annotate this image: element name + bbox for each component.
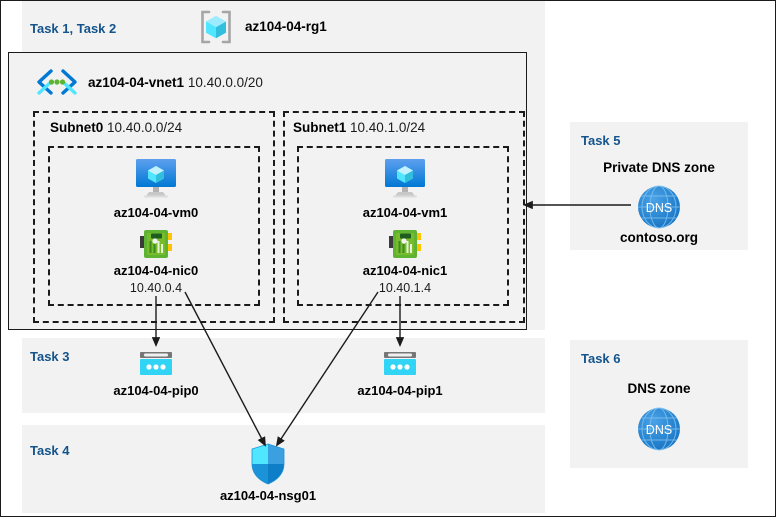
private-dns-zone-title: Private DNS zone	[603, 160, 715, 175]
dns-zone-icon: DNS	[635, 405, 683, 453]
nic1-label: az104-04-nic1	[362, 263, 448, 278]
virtual-network-icon	[34, 68, 80, 96]
vm0-label: az104-04-vm0	[113, 205, 199, 220]
nsg-label: az104-04-nsg01	[219, 488, 317, 503]
resource-group-name: az104-04-rg1	[245, 19, 327, 34]
task-label-resource-group: Task 1, Task 2	[30, 21, 117, 36]
subnet1-name: Subnet1	[293, 120, 347, 135]
subnet1-inner-box	[297, 146, 509, 306]
virtual-machine-icon	[132, 157, 180, 199]
virtual-network-box	[8, 52, 527, 330]
subnet0-cidr: 10.40.0.0/24	[107, 120, 183, 135]
dns-zone-icon: DNS	[635, 183, 683, 231]
task-label-private-dns-zone: Task 5	[581, 133, 621, 148]
task-label-dns-zone: Task 6	[581, 351, 621, 366]
network-interface-icon	[138, 227, 174, 261]
pip1-label: az104-04-pip1	[357, 383, 443, 398]
private-dns-zone-name: contoso.org	[620, 230, 698, 245]
task-label-nsg: Task 4	[30, 443, 70, 458]
network-security-group-icon	[248, 442, 288, 486]
public-ip-address-icon	[381, 350, 419, 378]
dns-icon-text: DNS	[646, 201, 672, 215]
virtual-network-title: az104-04-vnet1 10.40.0.0/20	[88, 75, 263, 90]
subnet0-box	[33, 111, 275, 323]
dns-icon-text: DNS	[646, 423, 672, 437]
virtual-machine-icon	[381, 157, 429, 199]
virtual-network-cidr: 10.40.0.0/20	[187, 75, 263, 90]
resource-group-icon	[197, 8, 235, 46]
nic0-label: az104-04-nic0	[113, 263, 199, 278]
subnet1-title: Subnet1 10.40.1.0/24	[293, 120, 425, 135]
virtual-network-name: az104-04-vnet1	[88, 75, 185, 90]
pip0-label: az104-04-pip0	[113, 383, 199, 398]
dns-zone-title: DNS zone	[627, 381, 691, 396]
subnet0-name: Subnet0	[50, 120, 104, 135]
subnet0-inner-box	[48, 146, 260, 306]
subnet1-cidr: 10.40.1.0/24	[350, 120, 426, 135]
subnet1-box	[283, 111, 525, 323]
subnet0-title: Subnet0 10.40.0.0/24	[50, 120, 182, 135]
public-ip-address-icon	[137, 350, 175, 378]
nic1-ip: 10.40.1.4	[378, 281, 432, 295]
network-interface-icon	[387, 227, 423, 261]
nic0-ip: 10.40.0.4	[129, 281, 183, 295]
task-label-public-ip: Task 3	[30, 349, 70, 364]
vm1-label: az104-04-vm1	[362, 205, 448, 220]
resource-group-name-text: az104-04-rg1	[245, 19, 327, 34]
panel-gap-3	[22, 513, 545, 517]
